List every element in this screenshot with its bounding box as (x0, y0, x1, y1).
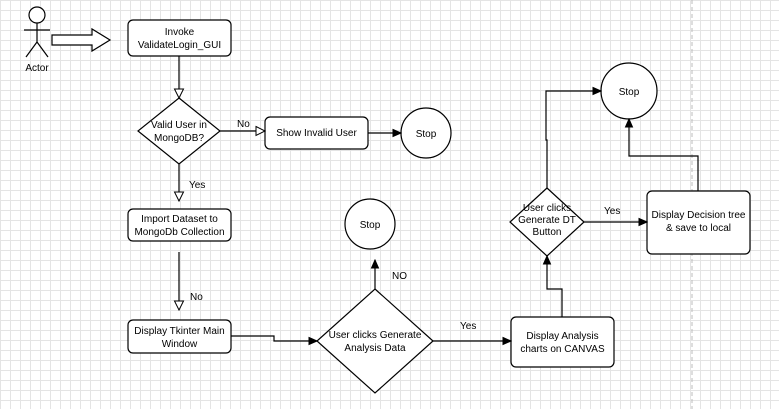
svg-text:MongoDB?: MongoDB? (154, 133, 204, 144)
edge-tkinter-to-analysis (231, 335, 317, 341)
actor-label: Actor (25, 63, 49, 74)
svg-text:charts on CANVAS: charts on CANVAS (520, 344, 605, 355)
svg-text:MongoDb Collection: MongoDb Collection (134, 227, 224, 238)
block-arrow (51, 27, 112, 53)
node-stop-1: Stop (400, 107, 452, 159)
decision-generate-dt: User clicks Generate DT Button (509, 187, 585, 257)
edge-dt-to-stop (545, 91, 601, 188)
node-show-invalid-user: Show Invalid User (264, 116, 369, 150)
svg-text:Import Dataset to: Import Dataset to (141, 214, 218, 225)
svg-text:Valid User in: Valid User in (151, 120, 207, 131)
svg-text:User clicks: User clicks (523, 203, 571, 214)
node-stop-2: Stop (344, 198, 396, 250)
svg-text:Stop: Stop (360, 220, 381, 231)
label-dt-yes: Yes (604, 206, 620, 217)
svg-text:Display Analysis: Display Analysis (526, 331, 598, 342)
decision-valid-user: Valid User in MongoDB? (137, 97, 221, 165)
svg-text:Generate DT: Generate DT (518, 215, 576, 226)
label-import-no: No (190, 292, 203, 303)
edge-charts-to-dt (547, 256, 563, 317)
decision-generate-analysis: User clicks Generate Analysis Data (316, 288, 434, 394)
label-valid-yes: Yes (189, 180, 205, 191)
node-stop-3: Stop (600, 62, 658, 120)
node-invoke: Invoke ValidateLogin_GUI (127, 19, 232, 57)
label-analysis-no: NO (392, 271, 407, 282)
svg-text:Button: Button (533, 227, 562, 238)
edge-tree-to-stop (629, 119, 699, 191)
svg-text:User clicks Generate: User clicks Generate (329, 330, 422, 341)
node-display-decision-tree: Display Decision tree & save to local (646, 190, 751, 255)
node-display-analysis: Display Analysis charts on CANVAS (510, 316, 615, 368)
svg-text:Show Invalid User: Show Invalid User (276, 128, 357, 139)
label-valid-no: No (237, 119, 250, 130)
label-analysis-yes: Yes (460, 321, 476, 332)
node-import-dataset: Import Dataset to MongoDb Collection (127, 208, 232, 242)
svg-text:& save to local: & save to local (666, 223, 731, 234)
node-display-tkinter: Display Tkinter Main Window (127, 319, 232, 354)
svg-text:Window: Window (162, 339, 198, 350)
svg-text:Analysis Data: Analysis Data (344, 343, 406, 354)
svg-text:Display Decision tree: Display Decision tree (652, 210, 746, 221)
actor: Actor (24, 6, 50, 74)
svg-text:Stop: Stop (619, 87, 640, 98)
svg-text:Display Tkinter Main: Display Tkinter Main (134, 326, 224, 337)
svg-text:ValidateLogin_GUI: ValidateLogin_GUI (138, 40, 221, 51)
svg-text:Stop: Stop (416, 129, 437, 140)
svg-text:Invoke: Invoke (165, 27, 195, 38)
